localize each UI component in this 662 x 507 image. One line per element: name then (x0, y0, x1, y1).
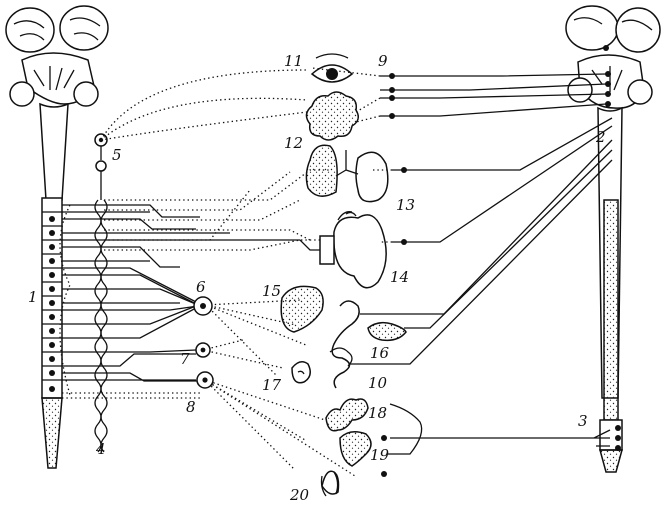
label-14: 14 (390, 268, 409, 286)
terminal-ganglia (381, 73, 407, 477)
label-10: 10 (368, 374, 388, 392)
label-16: 16 (370, 344, 390, 362)
left-cord-segments (42, 211, 62, 392)
diagram-labels: 1 2 3 4 5 6 7 8 9 10 11 12 13 14 15 16 1… (28, 52, 606, 504)
preganglionic-fibers (62, 204, 320, 399)
label-6: 6 (196, 278, 206, 296)
lungs (305, 144, 389, 203)
label-4: 4 (95, 440, 106, 458)
label-11: 11 (284, 52, 303, 70)
liver (280, 285, 324, 333)
heart (319, 211, 387, 289)
label-15: 15 (262, 282, 281, 300)
label-20: 20 (289, 486, 310, 504)
label-19: 19 (370, 446, 390, 464)
label-12: 12 (284, 134, 303, 152)
label-7: 7 (180, 350, 190, 368)
bladder (339, 431, 372, 467)
eye-organ (310, 53, 354, 83)
stomach-intestine (329, 300, 360, 389)
right-brain-and-spinal-cord (565, 5, 661, 473)
genitals (320, 470, 340, 497)
postganglionic-dotted (59, 69, 356, 477)
kidney-adrenal (291, 361, 311, 384)
label-2: 2 (595, 128, 606, 146)
parasympathetic-fibers (350, 73, 613, 455)
label-3: 3 (578, 412, 588, 430)
pancreas (367, 321, 407, 342)
label-13: 13 (396, 196, 415, 214)
ganglia (193, 296, 214, 389)
label-17: 17 (262, 376, 282, 394)
label-8: 8 (186, 398, 196, 416)
label-9: 9 (378, 52, 388, 70)
left-brain-and-spinal-cord (5, 5, 109, 469)
sympathetic-trunk (94, 133, 108, 453)
label-18: 18 (368, 404, 387, 422)
label-5: 5 (112, 146, 122, 164)
colon (325, 398, 369, 432)
lacrimal-gland (305, 91, 359, 141)
label-1: 1 (28, 288, 38, 306)
